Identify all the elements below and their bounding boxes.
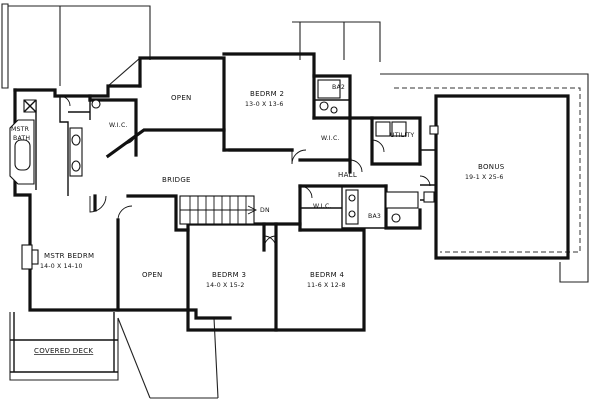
deck-railing xyxy=(10,312,118,373)
bonus-size: 19-1 X 25-6 xyxy=(465,174,503,181)
bonus-name: BONUS xyxy=(478,163,505,171)
open-top-label: OPEN xyxy=(171,94,192,102)
mstr-bedrm-size: 14-0 X 14-10 xyxy=(40,263,83,270)
bedrm3-name: BEDRM 3 xyxy=(212,271,246,279)
wic-master-label: W.I.C. xyxy=(109,122,128,129)
door-swings xyxy=(59,95,431,249)
bedrm2-name: BEDRM 2 xyxy=(250,90,284,98)
mstr-bath-label-2: BATH xyxy=(13,135,30,142)
utility-label: UTILITY xyxy=(390,132,414,139)
hall-label: HALL xyxy=(338,171,357,179)
open-bottom-label: OPEN xyxy=(142,271,163,279)
bridge-label: BRIDGE xyxy=(162,176,191,184)
covered-deck-label: COVERED DECK xyxy=(34,347,93,355)
fixtures xyxy=(9,79,439,270)
ba2-label: BA2 xyxy=(332,84,345,91)
mstr-bedrm-name: MSTR BEDRM xyxy=(44,252,94,260)
stairs xyxy=(179,195,258,225)
mstr-bath-label-1: MSTR xyxy=(11,126,30,133)
bedrm3-size: 14-0 X 15-2 xyxy=(206,282,244,289)
bedrm2-size: 13-0 X 13-6 xyxy=(245,101,283,108)
ba3-label: BA3 xyxy=(368,213,381,220)
wic-bed2-label: W.I.C. xyxy=(321,135,340,142)
wic-hall-label: W.I.C. xyxy=(313,203,332,210)
bonus-dashed-outline xyxy=(394,87,581,253)
walls xyxy=(13,52,570,332)
room-labels: MSTR BATH W.I.C. OPEN BEDRM 2 13-0 X 13-… xyxy=(11,84,505,355)
roof-lines xyxy=(1,3,589,399)
dn-label: DN xyxy=(260,207,270,214)
bedrm4-size: 11-6 X 12-8 xyxy=(307,282,345,289)
bedrm4-name: BEDRM 4 xyxy=(310,271,345,279)
